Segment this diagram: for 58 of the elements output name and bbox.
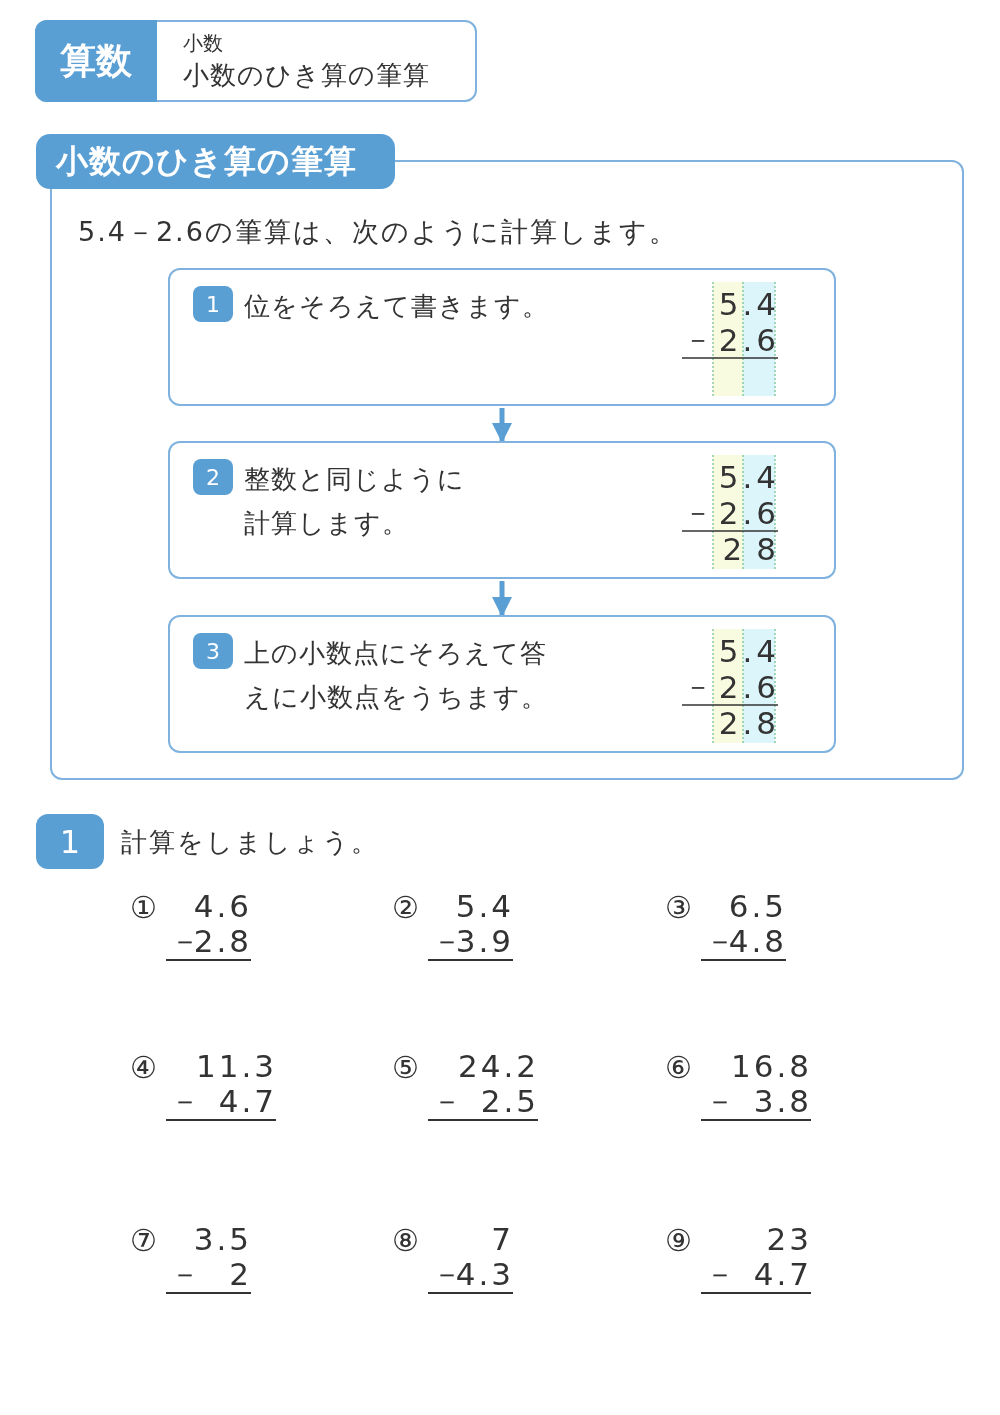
problem-number: ⑤ <box>392 1050 419 1086</box>
problem-number-bottom: 3.8 <box>753 1083 812 1119</box>
instruction-text: 計算をしましょう。 <box>121 826 379 859</box>
step-number: 1 <box>193 286 233 322</box>
calc-number: 2.6 <box>718 669 780 705</box>
calc-number: 2.6 <box>718 495 780 531</box>
step-number: 3 <box>193 633 233 669</box>
minus-sign: － <box>684 669 712 705</box>
problem-number-top: 7 <box>491 1221 514 1257</box>
step-text: 位をそろえて書きます。 <box>244 290 550 323</box>
calc-answer: 2.8 <box>718 705 780 741</box>
problem-number-top: 11.3 <box>195 1048 277 1084</box>
problem-number-top: 4.6 <box>193 888 252 924</box>
intro-text: 5.4－2.6の筆算は、次のように計算します。 <box>78 215 678 249</box>
calc-number: 5.4 <box>718 459 780 495</box>
minus-sign: － <box>705 1256 735 1292</box>
arrow <box>492 408 512 443</box>
problem-number: ⑨ <box>665 1223 692 1259</box>
minus-sign: － <box>170 1083 200 1119</box>
problem-number-top: 5.4 <box>455 888 514 924</box>
minus-sign: － <box>684 495 712 531</box>
step-text: 整数と同じように計算します。 <box>244 463 466 540</box>
problem-number: ② <box>392 890 419 926</box>
minus-sign: － <box>170 1256 200 1292</box>
calc-number: 5.4 <box>718 633 780 669</box>
problem-number-bottom: 4.7 <box>218 1083 277 1119</box>
problem-number: ④ <box>130 1050 157 1086</box>
problem-number: ① <box>130 890 157 926</box>
problem-number: ⑦ <box>130 1223 157 1259</box>
question-number: 1 <box>36 814 104 869</box>
problem-number-bottom: 2.5 <box>480 1083 539 1119</box>
unit-label: 小数 <box>183 30 223 57</box>
step-number: 2 <box>193 459 233 495</box>
problem-number-bottom: 4.7 <box>753 1256 812 1292</box>
arrow <box>492 581 512 617</box>
step-box <box>168 441 836 579</box>
calc-number: 2.6 <box>718 322 780 358</box>
minus-sign: － <box>705 1083 735 1119</box>
step-box <box>168 615 836 753</box>
step-box <box>168 268 836 406</box>
minus-sign: － <box>684 322 712 358</box>
problem-number: ⑥ <box>665 1050 692 1086</box>
calc-number: 5.4 <box>718 286 780 322</box>
problem-number: ③ <box>665 890 692 926</box>
minus-sign: － <box>432 1083 462 1119</box>
problem-number-top: 23 <box>766 1221 812 1257</box>
section-heading: 小数のひき算の筆算 <box>36 134 395 189</box>
title-card <box>35 20 477 102</box>
calc-answer: 28 <box>722 531 790 567</box>
problem-number-top: 24.2 <box>457 1048 539 1084</box>
lesson-title: 小数のひき算の筆算 <box>183 59 430 92</box>
problem-number-top: 16.8 <box>730 1048 812 1084</box>
step-text: 上の小数点にそろえて答えに小数点をうちます。 <box>244 637 549 714</box>
problem-number-bottom: 2 <box>229 1256 252 1292</box>
problem-number-top: 3.5 <box>193 1221 252 1257</box>
problem-number: ⑧ <box>392 1223 419 1259</box>
problem-number-top: 6.5 <box>728 888 787 924</box>
subject-label: 算数 <box>35 20 157 102</box>
